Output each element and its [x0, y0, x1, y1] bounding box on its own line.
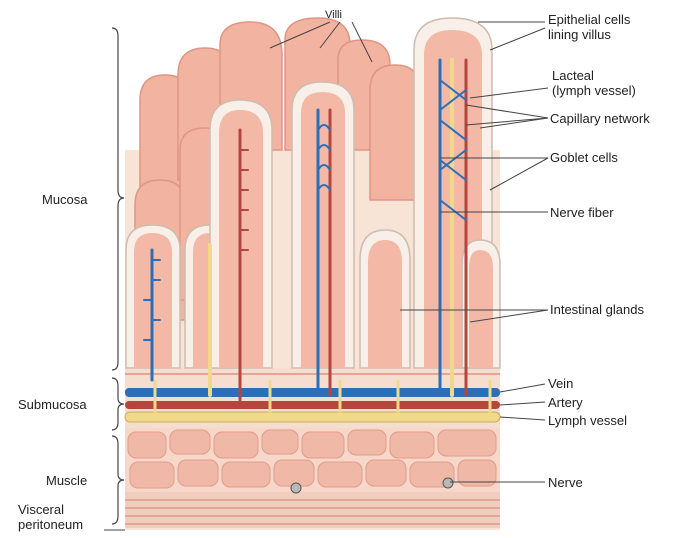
label-intestinal-glands: Intestinal glands	[550, 302, 644, 317]
vein-vessel	[125, 388, 500, 397]
label-capillary-network: Capillary network	[550, 111, 650, 126]
artery-vessel	[125, 401, 500, 409]
label-lacteal-line1: Lacteal	[552, 68, 636, 83]
label-lymph-vessel: Lymph vessel	[548, 413, 627, 428]
label-mucosa: Mucosa	[42, 192, 88, 207]
label-visceral-peritoneum: Visceral peritoneum	[18, 502, 83, 532]
label-visceral-line1: Visceral	[18, 502, 83, 517]
label-muscle: Muscle	[46, 473, 87, 488]
nerve-cross-section	[291, 483, 301, 493]
label-epithelial-cells: Epithelial cells lining villus	[548, 12, 630, 42]
label-goblet-cells: Goblet cells	[550, 150, 618, 165]
front-villus	[360, 230, 410, 368]
label-lacteal: Lacteal (lymph vessel)	[552, 68, 636, 98]
front-villus	[462, 240, 500, 368]
label-vein: Vein	[548, 376, 573, 391]
label-artery: Artery	[548, 395, 583, 410]
label-nerve-fiber: Nerve fiber	[550, 205, 614, 220]
label-visceral-line2: peritoneum	[18, 517, 83, 532]
visceral-peritoneum-layer	[125, 492, 500, 528]
label-nerve: Nerve	[548, 475, 583, 490]
lymph-vessel-band	[125, 412, 500, 422]
label-epithelial-line2: lining villus	[548, 27, 630, 42]
nerve-cross-section	[443, 478, 453, 488]
label-submucosa: Submucosa	[18, 397, 87, 412]
layer-brackets	[112, 28, 124, 524]
label-villi: Villi	[325, 8, 342, 23]
submucosa-layer	[125, 368, 500, 428]
label-epithelial-line1: Epithelial cells	[548, 12, 630, 27]
label-lacteal-line2: (lymph vessel)	[552, 83, 636, 98]
